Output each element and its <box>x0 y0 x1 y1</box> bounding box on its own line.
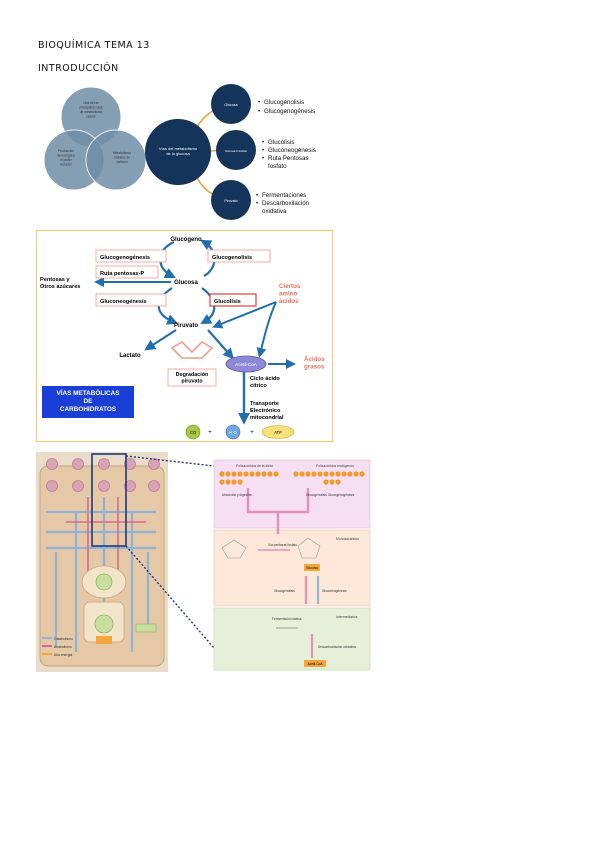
box-glucogenolisis: Glucogenolisis <box>212 255 252 261</box>
branch-label-g6p: Glucosa-6-fosfato <box>225 149 248 153</box>
degradation-icon <box>170 340 214 359</box>
branch-label-glucosa: Glucosa <box>224 103 237 107</box>
box-ruta-pentosas: Ruta pentosas-P <box>100 271 144 277</box>
svg-text:Gluconeogénesis: Gluconeogénesis <box>322 589 347 593</box>
atp-badge <box>261 425 295 439</box>
svg-text:Glucólisis: Glucólisis <box>268 139 294 146</box>
svg-text:•: • <box>258 108 260 115</box>
svg-text:H O: H O <box>229 430 237 435</box>
node-lactato: Lactato <box>119 353 141 359</box>
svg-text:Glucosa: Glucosa <box>306 566 318 570</box>
svg-text:Intermediarios: Intermediarios <box>336 615 358 619</box>
co2-badge <box>185 424 201 440</box>
svg-text:Glucogenolisis: Glucogenolisis <box>264 99 304 106</box>
svg-text:Glucogenolisis: Glucogenolisis <box>274 589 295 593</box>
svg-text:Gluconeogénesis: Gluconeogénesis <box>268 147 316 154</box>
svg-text:Alta energía: Alta energía <box>54 653 72 657</box>
svg-text:ATP: ATP <box>274 430 282 435</box>
branch-label-piruvato: Piruvato <box>224 199 237 203</box>
svg-text:+: + <box>250 430 254 436</box>
svg-text:Descarboxilación oxidativa: Descarboxilación oxidativa <box>318 645 356 649</box>
svg-text:fosfato: fosfato <box>268 163 287 170</box>
svg-text:Absorción y digestión: Absorción y digestión <box>222 493 253 497</box>
venn-center-circle <box>145 119 211 185</box>
svg-text:Glucogenogénesis: Glucogenogénesis <box>264 108 315 115</box>
branch-node-g6p <box>216 130 256 170</box>
svg-text:Fermentaciones: Fermentaciones <box>262 192 306 199</box>
svg-text:Vía pentosas fosfato: Vía pentosas fosfato <box>268 543 297 547</box>
node-glucosa: Glucosa <box>174 280 198 286</box>
svg-text:Descarboxilación: Descarboxilación <box>262 200 310 207</box>
branch-node-piruvato <box>211 180 251 220</box>
h2o-badge <box>225 424 241 440</box>
section-heading: INTRODUCCIÓN <box>38 63 119 74</box>
svg-text:Fermentación láctica: Fermentación láctica <box>272 617 302 621</box>
node-glucogeno: Glucógeno <box>170 237 202 243</box>
svg-text:•: • <box>262 139 264 146</box>
detail-panel-middle <box>213 529 371 607</box>
svg-text:Glucogenogénesis: Glucogenogénesis <box>328 493 355 497</box>
svg-text:oxidativa: oxidativa <box>262 208 287 215</box>
pathways-banner <box>42 386 134 418</box>
svg-text:Catabolismo: Catabolismo <box>54 637 73 641</box>
svg-text:CO: CO <box>190 430 197 435</box>
svg-text:Monosacáridos: Monosacáridos <box>336 537 359 541</box>
box-gluconeogenesis: Gluconeogénesis <box>100 299 147 305</box>
svg-text:Ruta Pentosas: Ruta Pentosas <box>268 155 309 162</box>
svg-text:Polisacáridos de la dieta: Polisacáridos de la dieta <box>236 464 273 468</box>
svg-text:•: • <box>262 155 264 162</box>
node-piruvato: Piruvato <box>174 323 198 329</box>
svg-text:•: • <box>256 192 258 199</box>
acetyl-coa-node <box>225 355 267 373</box>
pathways-figure: Glucógeno Glucosa Piruvato Lactato Pento… <box>36 230 333 442</box>
box-glucolisis: Glucolisis <box>214 299 241 305</box>
branch-bullets-3: • Fermentaciones • Descarboxilación oxidat… <box>256 192 310 215</box>
cell-legend: Catabolismo Anabolismo Alta energía <box>42 637 73 657</box>
svg-text:+: + <box>208 430 212 436</box>
branch-bullets-1: • Glucogenolisis • Glucogenogénesis <box>258 99 315 115</box>
svg-text:Anabolismo: Anabolismo <box>54 645 72 649</box>
svg-text:•: • <box>256 200 258 207</box>
svg-text:Acetil-CoA: Acetil-CoA <box>235 362 258 367</box>
svg-text:•: • <box>258 99 260 106</box>
svg-text:Acetil-CoA: Acetil-CoA <box>307 662 323 666</box>
document-title: BIOQUÍMICA TEMA 13 <box>38 40 150 51</box>
svg-text:Glucogenolisis: Glucogenolisis <box>306 493 327 497</box>
svg-text:Polisacáridos endógenos: Polisacáridos endógenos <box>316 464 354 468</box>
highlight-box <box>91 453 127 547</box>
svg-text:•: • <box>262 147 264 154</box>
box-glucogenogenesis: Glucogenogénesis <box>100 255 150 261</box>
detail-panel-bottom <box>213 607 371 671</box>
detail-panel-top <box>213 459 371 529</box>
branch-node-glucosa <box>211 84 251 124</box>
cell-figure: Catabolismo Anabolismo Alta energía Poli… <box>36 452 371 672</box>
branch-bullets-2: • Glucólisis • Gluconeogénesis • Ruta Pento… <box>262 139 316 170</box>
